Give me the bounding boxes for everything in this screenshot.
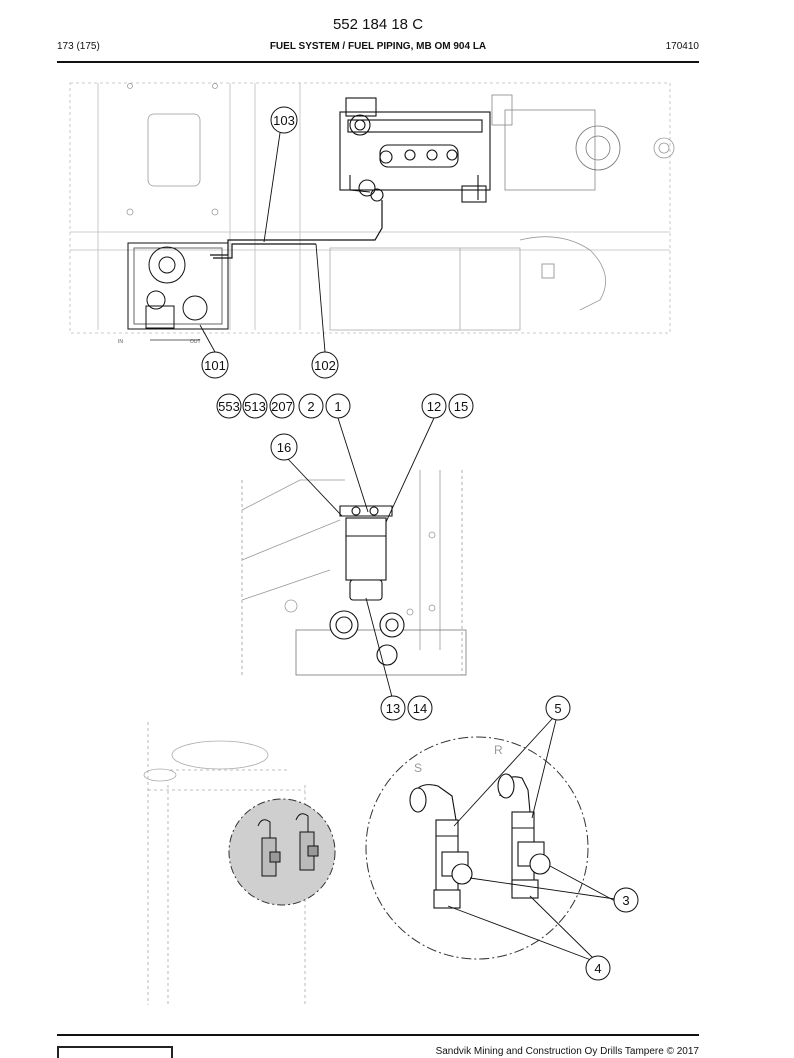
engine-overview-drawing (69, 82, 675, 334)
svg-text:12: 12 (427, 399, 441, 414)
callout-12: 12 (421, 393, 447, 419)
page-reference: 173 (175) (57, 41, 100, 52)
footer-rule (57, 1034, 699, 1036)
svg-text:207: 207 (271, 399, 293, 414)
filter-detail-drawing (241, 470, 467, 676)
svg-text:553: 553 (218, 399, 240, 414)
valve-zoom-source (228, 798, 336, 906)
tank-out-label: OUT (190, 339, 201, 345)
svg-text:103: 103 (273, 113, 295, 128)
footer-copyright: Sandvik Mining and Construction Oy Drill… (435, 1046, 699, 1057)
callout-3: 3 (613, 887, 639, 913)
callout-553: 553 (216, 393, 242, 419)
svg-text:13: 13 (386, 701, 400, 716)
tank-in-label: IN (118, 339, 123, 345)
callout-5: 5 (545, 695, 571, 721)
callout-16: 16 (270, 433, 298, 461)
fuel-tank-assembly (127, 242, 229, 341)
svg-text:102: 102 (314, 358, 336, 373)
engine-block (339, 97, 491, 203)
svg-text:513: 513 (244, 399, 266, 414)
header-rule (57, 61, 699, 63)
valve-r-label: R (494, 743, 503, 757)
overview-leader-lines (199, 132, 326, 353)
valve-s-label: S (414, 761, 422, 775)
callout-103: 103 (270, 106, 298, 134)
svg-text:16: 16 (277, 440, 291, 455)
svg-text:5: 5 (554, 701, 561, 716)
callout-15: 15 (448, 393, 474, 419)
callout-2: 2 (298, 393, 324, 419)
callout-513: 513 (242, 393, 268, 419)
callout-102: 102 (311, 351, 339, 379)
document-date: 170410 (665, 41, 699, 52)
callout-4: 4 (585, 955, 611, 981)
svg-text:4: 4 (594, 961, 601, 976)
callout-207: 207 (269, 393, 295, 419)
svg-text:1: 1 (334, 399, 341, 414)
callout-13: 13 (380, 695, 406, 721)
svg-text:2: 2 (307, 399, 314, 414)
valve-leader-lines (447, 718, 616, 961)
document-number: 552 184 18 C (332, 16, 424, 33)
brand-logo (57, 1046, 173, 1058)
svg-text:15: 15 (454, 399, 468, 414)
valve-zoom-circle (365, 736, 589, 960)
fuel-filter (329, 505, 405, 666)
callout-101: 101 (201, 351, 229, 379)
page-title: FUEL SYSTEM / FUEL PIPING, MB OM 904 LA (269, 41, 487, 52)
callout-1: 1 (325, 393, 351, 419)
valves-detail (409, 773, 551, 909)
svg-text:3: 3 (622, 893, 629, 908)
filter-leader-lines (287, 417, 435, 698)
callout-14: 14 (407, 695, 433, 721)
svg-text:101: 101 (204, 358, 226, 373)
svg-text:14: 14 (413, 701, 427, 716)
fuel-pipes (210, 200, 383, 259)
